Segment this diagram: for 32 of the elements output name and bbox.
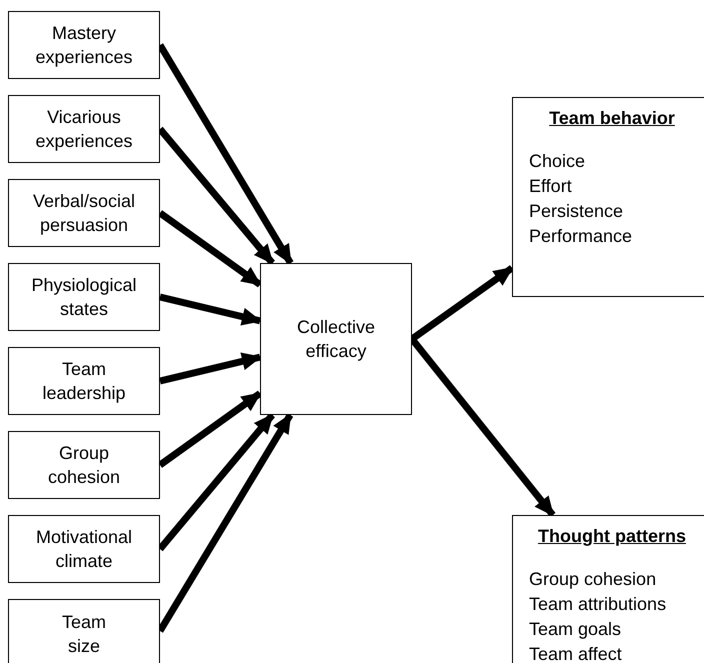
box-label: Motivational climate — [36, 526, 132, 573]
box-label: Physiological states — [31, 274, 137, 321]
box-label: Verbal/social persuasion — [32, 190, 136, 237]
box-label: Collective efficacy — [296, 316, 376, 363]
source-box — [8, 599, 160, 663]
box-label: Team size — [62, 611, 106, 658]
box-heading: Team behavior — [548, 107, 676, 130]
arrow — [159, 294, 262, 326]
list-item: Group cohesion — [529, 568, 658, 591]
list-item: Performance — [529, 225, 634, 248]
list-item: Team goals — [529, 618, 622, 641]
source-box — [8, 515, 160, 583]
outcome-box — [512, 515, 704, 663]
box-label: Group cohesion — [48, 442, 120, 489]
list-item: Team attributions — [529, 593, 668, 616]
list-item: Team affect — [529, 643, 623, 663]
list-item: Effort — [529, 175, 573, 198]
outcome-box — [512, 97, 704, 297]
source-box — [8, 95, 160, 163]
list-item: Persistence — [529, 200, 624, 223]
source-box — [8, 431, 160, 499]
box-label: Vicarious experiences — [35, 106, 133, 153]
source-box — [8, 11, 160, 79]
list-item: Choice — [529, 150, 586, 173]
box-label: Team leadership — [42, 358, 126, 405]
box-heading: Thought patterns — [537, 525, 687, 548]
box-label: Mastery experiences — [35, 22, 133, 69]
source-box — [8, 179, 160, 247]
arrow — [159, 352, 262, 384]
source-box — [8, 347, 160, 415]
central-box — [260, 263, 412, 415]
source-box — [8, 263, 160, 331]
